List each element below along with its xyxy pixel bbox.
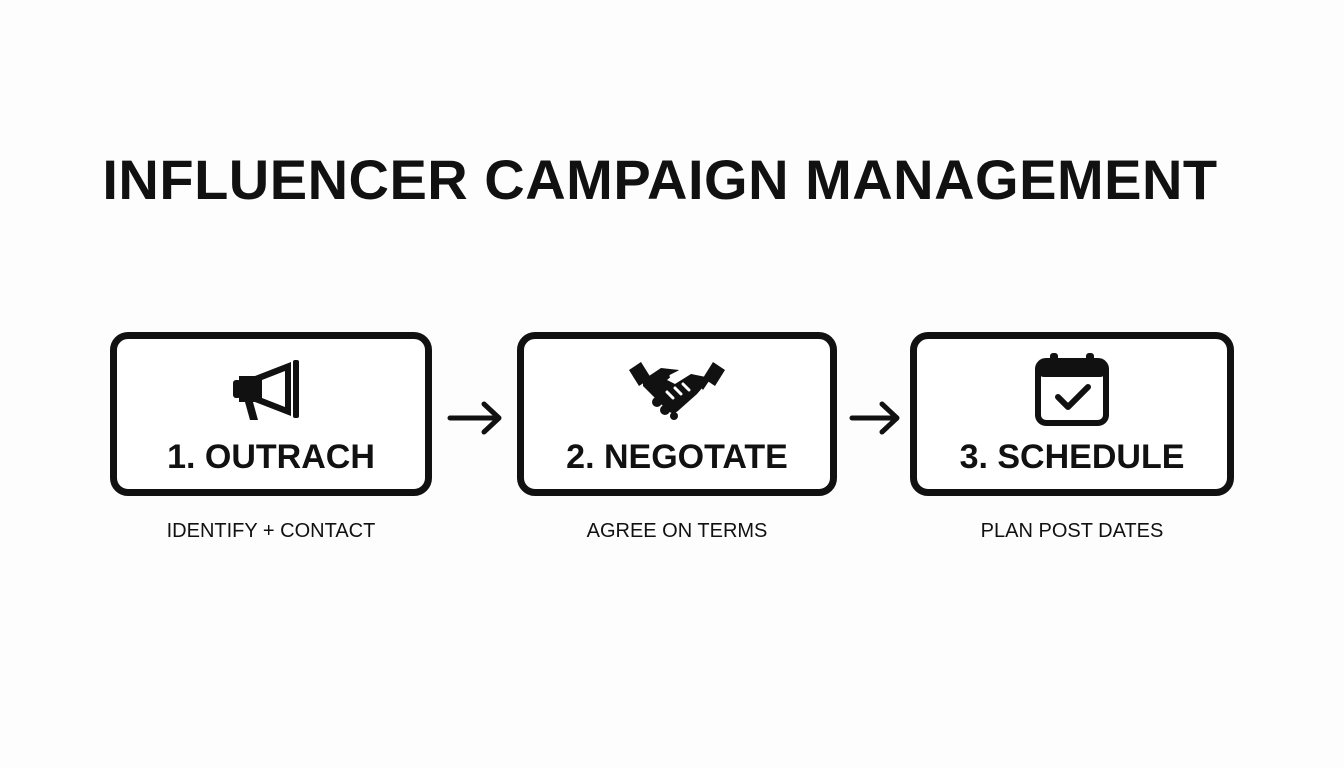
step-caption: IDENTIFY + CONTACT [166,520,376,542]
step-label: 2. NEGOTATE [566,438,788,476]
step-box-negotiate: 2. NEGOTATE [517,332,837,496]
step-box-schedule: 3. SCHEDULE [910,332,1234,496]
handshake-icon [627,355,727,425]
calendar-check-icon [1022,353,1122,426]
step-label: 3. SCHEDULE [959,438,1185,476]
diagram-title: INFLUENCER CAMPAIGN MANAGEMENT [102,148,1218,211]
step-label: 1. OUTRACH [167,438,375,476]
megaphone-icon [221,355,321,425]
step-caption: PLAN POST DATES [980,520,1164,542]
arrow-right-icon [446,398,506,438]
step-caption: AGREE ON TERMS [586,520,768,542]
step-box-outreach: 1. OUTRACH [110,332,432,496]
arrow-right-icon [848,398,908,438]
